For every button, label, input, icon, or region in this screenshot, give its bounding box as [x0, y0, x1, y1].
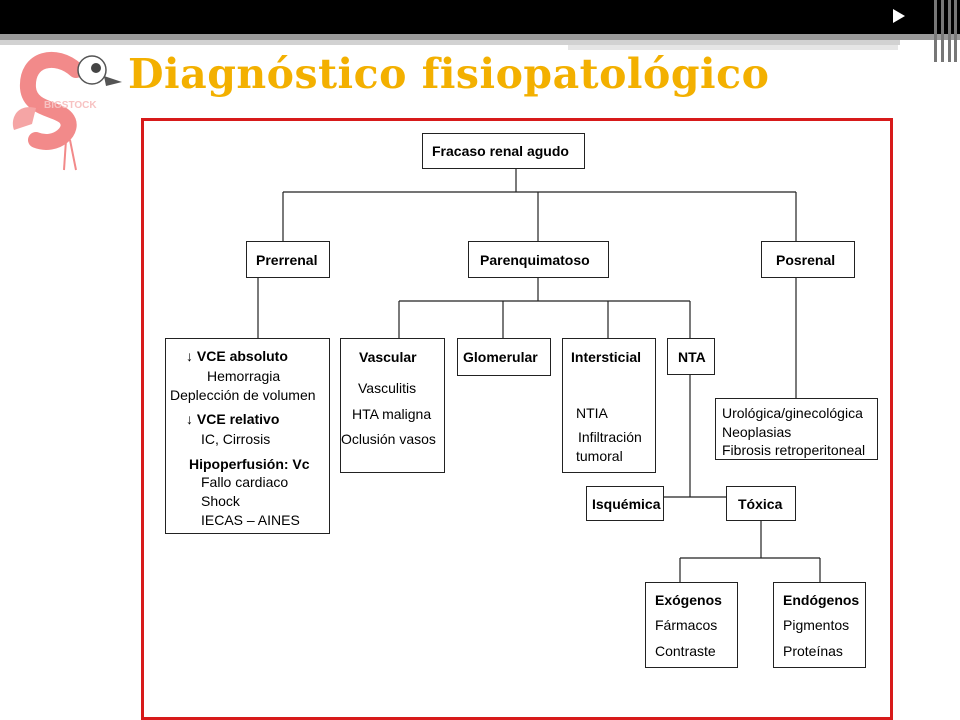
- parenquimatoso-node: Parenquimatoso: [468, 241, 609, 278]
- ntia-label: NTIA: [576, 405, 608, 421]
- fallo-cardiaco-label: Fallo cardiaco: [201, 474, 289, 490]
- top-light-stripe: [0, 40, 900, 45]
- endogenos-box: Endógenos Pigmentos Proteínas: [773, 582, 866, 668]
- pigmentos-label: Pigmentos: [783, 617, 850, 633]
- neoplasias-label: Neoplasias: [722, 424, 792, 440]
- toxica-label: Tóxica: [738, 496, 783, 512]
- exogenos-box: Exógenos Fármacos Contraste: [645, 582, 738, 668]
- prerrenal-detail-box: ↓ VCE absoluto Hemorragia Deplección de …: [165, 338, 330, 534]
- posrenal-detail-box: Urológica/ginecológica Neoplasias Fibros…: [715, 398, 878, 460]
- endogenos-title: Endógenos: [783, 592, 860, 608]
- glomerular-title: Glomerular: [463, 349, 538, 365]
- intersticial-box: Intersticial NTIA Infiltración tumoral: [562, 338, 656, 473]
- top-lighter-stripe: [568, 45, 898, 50]
- right-edge-bars: [930, 0, 960, 62]
- vce-absoluto-label: ↓ VCE absoluto: [186, 348, 288, 364]
- vasculitis-label: Vasculitis: [358, 380, 417, 396]
- posrenal-node: Posrenal: [761, 241, 855, 278]
- intersticial-title: Intersticial: [571, 349, 642, 365]
- root-label: Fracaso renal agudo: [432, 143, 569, 159]
- iecas-aines-label: IECAS – AINES: [201, 512, 300, 528]
- nta-box: NTA: [667, 338, 715, 375]
- glomerular-box: Glomerular: [457, 338, 551, 376]
- top-gray-stripe: [0, 34, 960, 40]
- tumoral-label: tumoral: [576, 448, 623, 464]
- vce-relativo-label: ↓ VCE relativo: [186, 411, 280, 427]
- toxica-box: Tóxica: [726, 486, 796, 521]
- isquemica-box: Isquémica: [586, 486, 664, 521]
- nta-title: NTA: [678, 349, 706, 365]
- parenquimatoso-label: Parenquimatoso: [480, 252, 590, 268]
- hipoperfusion-label: Hipoperfusión: Vc: [189, 456, 310, 472]
- root-node: Fracaso renal agudo: [422, 133, 585, 169]
- deplecion-label: Deplección de volumen: [170, 387, 316, 403]
- hta-maligna-label: HTA maligna: [352, 406, 432, 422]
- proteinas-label: Proteínas: [783, 643, 843, 659]
- urologica-label: Urológica/ginecológica: [722, 405, 863, 421]
- vascular-title: Vascular: [359, 349, 417, 365]
- hemorragia-label: Hemorragia: [207, 368, 281, 384]
- shock-label: Shock: [201, 493, 240, 509]
- logo-text: BIGSTOCK: [44, 100, 97, 111]
- isquemica-label: Isquémica: [592, 496, 661, 512]
- vascular-box: Vascular Vasculitis HTA maligna Oclusión…: [340, 338, 445, 473]
- prerrenal-node: Prerrenal: [246, 241, 330, 278]
- slide-title: Diagnóstico fisiopatológico: [128, 50, 770, 98]
- contraste-label: Contraste: [655, 643, 716, 659]
- ic-cirrosis-label: IC, Cirrosis: [201, 431, 271, 447]
- top-black-bar: [0, 0, 960, 34]
- farmacos-label: Fármacos: [655, 617, 718, 633]
- posrenal-label: Posrenal: [776, 252, 836, 268]
- play-triangle-icon: [893, 9, 905, 23]
- exogenos-title: Exógenos: [655, 592, 722, 608]
- fibrosis-label: Fibrosis retroperitoneal: [722, 442, 866, 458]
- prerrenal-label: Prerrenal: [256, 252, 318, 268]
- oclusion-vasos-label: Oclusión vasos: [341, 431, 436, 447]
- infiltracion-label: Infiltración: [578, 429, 642, 445]
- flamingo-logo-icon: BIGSTOCK: [12, 51, 122, 171]
